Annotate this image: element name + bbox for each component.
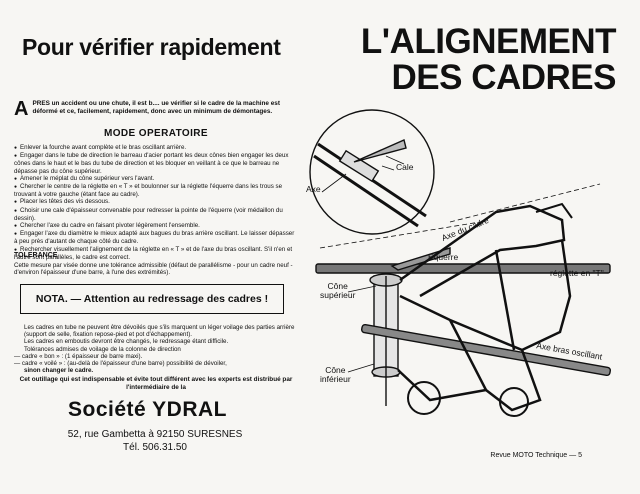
label-line: Cône — [327, 281, 348, 291]
intro-paragraph: A PRES un accident ou une chute, il est … — [14, 98, 292, 120]
list-item: Rechercher visuellement l'alignement de … — [14, 246, 298, 261]
phone-line: Tél. 506.31.50 — [123, 442, 187, 453]
title-line-1: L'ALIGNEMENT — [360, 22, 617, 61]
nota-line: sinon changer le cadre. — [24, 367, 94, 375]
nota-paragraph: Les cadres en tube ne peuvent être dévoi… — [14, 324, 298, 374]
title-line-2: DES CADRES — [391, 58, 617, 97]
label-line: supérieur — [320, 290, 356, 300]
list-item: Enlever la fourche avant complète et le … — [14, 144, 298, 152]
list-item: Chercher l'axe du cadre en faisant pivot… — [14, 222, 298, 230]
distribution-note: Cet outillage qui est indispensable et é… — [19, 376, 293, 391]
nota-line: — cadre « bon » : (1 épaisseur de barre … — [14, 352, 143, 360]
list-item: Choisir une cale d'épaisseur convenable … — [14, 207, 298, 222]
nota-line: Les cadres en emboutis devront être chan… — [24, 338, 229, 346]
tolerance-text: Cette mesure par visée donne une toléran… — [14, 262, 293, 277]
company-address: 52, rue Gambetta à 92150 SURESNES Tél. 5… — [60, 428, 250, 454]
label-axe: Axe — [306, 184, 321, 194]
list-item: Amener le méplat du cône supérieur vers … — [14, 175, 298, 183]
dropcap: A — [14, 98, 29, 120]
inset-medallion — [309, 109, 435, 235]
label-line: inférieur — [320, 374, 351, 384]
diagram-drawing — [309, 109, 612, 417]
page-title-right: L'ALIGNEMENT DES CADRES — [360, 22, 617, 97]
list-item: Chercher le centre de la réglette en « T… — [14, 183, 298, 198]
label-cone-inferieur: Cône inférieur — [320, 366, 351, 384]
procedure-list: Enlever la fourche avant complète et le … — [14, 144, 298, 261]
list-item: Engager dans le tube de direction le bar… — [14, 152, 298, 175]
page-footer: Revue MOTO Technique — 5 — [490, 452, 582, 459]
tolerance-title: TOLERANCE — [14, 252, 58, 259]
frame-alignment-diagram: Cale Axe Axe du cadre Equerre réglette e… — [300, 100, 632, 440]
label-line: Cône — [325, 365, 346, 375]
list-item: Placer les têtes des vis dessous. — [14, 198, 298, 206]
label-cone-superieur: Cône supérieur — [320, 282, 355, 300]
address-line: 52, rue Gambetta à 92150 SURESNES — [67, 429, 243, 440]
list-item: Engager l'axe du diamètre le mieux adapt… — [14, 230, 298, 245]
nota-line: Tolérances admises de voilage de la colo… — [24, 345, 181, 353]
label-equerre: Equerre — [428, 252, 459, 262]
label-cale: Cale — [396, 162, 414, 172]
page-title-left: Pour vérifier rapidement — [22, 34, 281, 60]
label-reglette: réglette en "T" — [550, 268, 604, 278]
nota-line: — cadre « voilé » : (au-delà de l'épaiss… — [14, 360, 227, 368]
intro-text: PRES un accident ou une chute, il est b.… — [32, 100, 280, 115]
company-name: Société YDRAL — [68, 398, 227, 421]
nota-line: Les cadres en tube ne peuvent être dévoi… — [24, 324, 295, 339]
nota-box: NOTA. — Attention au redressage des cadr… — [20, 284, 284, 314]
section-title-mode: MODE OPERATOIRE — [104, 128, 208, 139]
nota-text: NOTA. — Attention au redressage des cadr… — [35, 293, 269, 305]
